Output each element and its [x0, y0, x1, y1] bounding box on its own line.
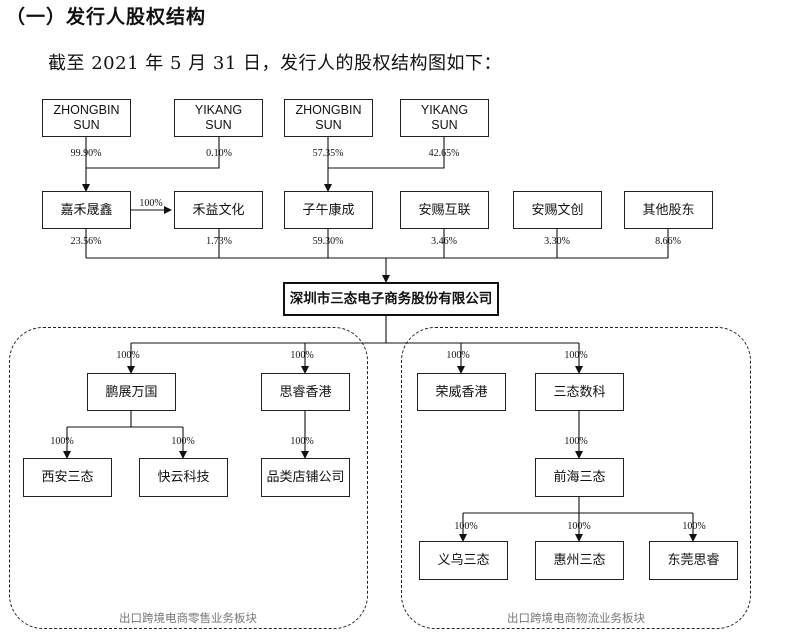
- subsidiary-pct: 100%: [171, 436, 195, 447]
- sub-sirui-hk: 思睿香港: [261, 373, 350, 411]
- shareholder-jiahe-shengxin: 嘉禾晟鑫: [42, 191, 131, 229]
- subsidiary-pct: 100%: [290, 436, 314, 447]
- shareholder-anci-wenchuang: 安赐文创: [513, 191, 602, 229]
- shareholder-pct: 1.73%: [206, 236, 232, 247]
- cross-holding-pct: 100%: [139, 198, 163, 209]
- shareholder-pct: 8.66%: [655, 236, 681, 247]
- subsidiary-pct: 100%: [446, 350, 470, 361]
- holder-yikang-sun-2: YIKANG SUN: [400, 99, 489, 137]
- subsidiary-pct: 100%: [454, 521, 478, 532]
- holder-zhongbin-sun-1: ZHONGBIN SUN: [42, 99, 131, 137]
- holder-pct: 42.65%: [428, 148, 460, 159]
- sub-xian-santai: 西安三态: [23, 458, 112, 497]
- subsidiary-pct: 100%: [116, 350, 140, 361]
- holder-pct: 0.10%: [206, 148, 232, 159]
- logistics-segment-label: 出口跨境电商物流业务板块: [507, 611, 645, 625]
- holder-yikang-sun-1: YIKANG SUN: [174, 99, 263, 137]
- issuer-company: 深圳市三态电子商务股份有限公司: [283, 282, 499, 316]
- holder-zhongbin-sun-2: ZHONGBIN SUN: [284, 99, 373, 137]
- sub-pengzhan-wanguo: 鹏展万国: [87, 373, 176, 411]
- shareholder-ziwu-kangcheng: 子午康成: [284, 191, 373, 229]
- retail-segment-label: 出口跨境电商零售业务板块: [119, 611, 257, 625]
- sub-qianhai-santai: 前海三态: [535, 458, 624, 497]
- shareholder-heyi-wenhua: 禾益文化: [174, 191, 263, 229]
- holder-pct: 57.35%: [312, 148, 344, 159]
- section-heading: （一）发行人股权结构: [6, 6, 207, 28]
- shareholder-pct: 23.56%: [70, 236, 102, 247]
- sub-huizhou-santai: 惠州三态: [535, 541, 624, 580]
- shareholder-anci-hulian: 安赐互联: [400, 191, 489, 229]
- subsidiary-pct: 100%: [50, 436, 74, 447]
- holder-pct: 99.90%: [70, 148, 102, 159]
- shareholder-pct: 3.46%: [431, 236, 457, 247]
- retail-segment-group: [9, 327, 368, 629]
- sub-kuaiyun-keji: 快云科技: [139, 458, 228, 497]
- shareholder-pct: 3.30%: [544, 236, 570, 247]
- subsidiary-pct: 100%: [564, 350, 588, 361]
- sub-yiwu-santai: 义乌三态: [419, 541, 508, 580]
- subsidiary-pct: 100%: [682, 521, 706, 532]
- subsidiary-pct: 100%: [564, 436, 588, 447]
- sub-rongwei-hk: 荣威香港: [417, 373, 506, 411]
- sub-santai-shuke: 三态数科: [535, 373, 624, 411]
- shareholder-others: 其他股东: [624, 191, 713, 229]
- logistics-segment-group: [401, 327, 751, 629]
- sub-dongguan-sirui: 东莞思睿: [649, 541, 738, 580]
- subsidiary-pct: 100%: [567, 521, 591, 532]
- shareholder-pct: 59.30%: [312, 236, 344, 247]
- sub-category-store: 品类店铺公司: [261, 458, 350, 497]
- intro-text: 截至 2021 年 5 月 31 日，发行人的股权结构图如下：: [48, 53, 502, 74]
- subsidiary-pct: 100%: [290, 350, 314, 361]
